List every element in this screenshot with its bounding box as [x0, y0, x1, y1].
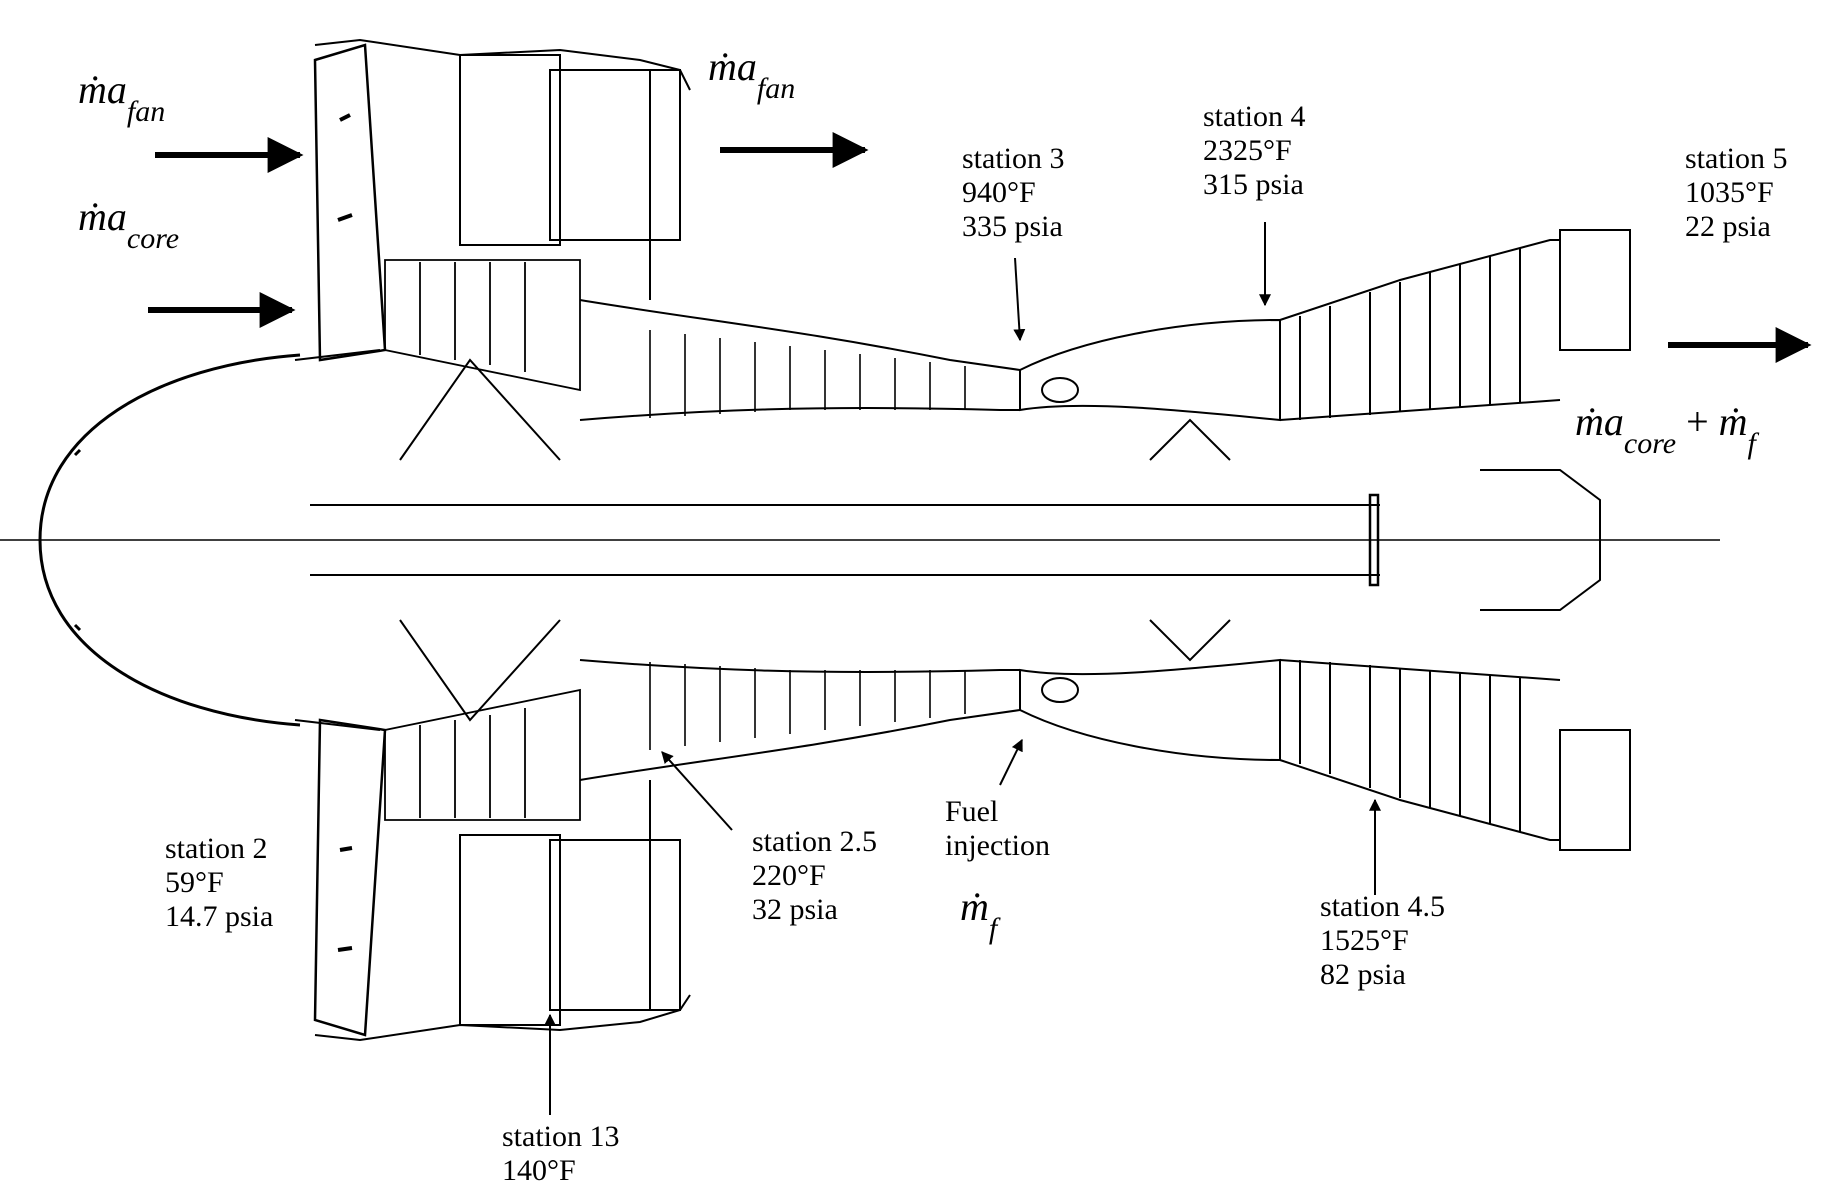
station-5-label: station 5 1035°F 22 psia — [1685, 142, 1788, 243]
frame-struts — [399, 358, 1231, 722]
station-3-pointer — [1013, 257, 1026, 342]
station-4-5-label: station 4.5 1525°F 82 psia — [1320, 890, 1445, 991]
mdot-symbol: ṁ — [78, 67, 107, 112]
station-13-label: station 13 140°F — [502, 1120, 620, 1187]
fan-inlet-flow-label: ṁafan — [78, 67, 166, 129]
core-inlet-flow-label: ṁacore — [78, 194, 180, 256]
hp-compressor-blades — [649, 330, 966, 750]
flow-arrows — [148, 132, 1812, 363]
engine-drawing — [0, 38, 1720, 1042]
fan-exit-flow-label: ṁafan — [708, 44, 796, 106]
spinner — [38, 353, 301, 727]
shaft — [310, 469, 1601, 611]
station-3-label: station 3 940°F 335 psia — [962, 142, 1065, 243]
turbine — [1279, 229, 1631, 851]
station-4-label: station 4 2325°F 315 psia — [1203, 100, 1306, 201]
exhaust-flow-label: ṁacore + ṁf — [1575, 399, 1756, 461]
station-2-5-pointer — [661, 751, 733, 831]
station-2-label: station 2 59°F 14.7 psia — [165, 832, 274, 933]
station-2-5-label: station 2.5 220°F 32 psia — [752, 825, 877, 926]
fan-casing — [314, 38, 691, 1042]
compressor-annulus — [579, 299, 1021, 781]
booster-stages — [384, 259, 581, 821]
fuel-flow-label: ṁf — [960, 884, 998, 946]
fuel-injection-pointer — [999, 738, 1023, 786]
station-pointers — [544, 222, 1381, 1115]
fuel-injection-label: Fuel injection — [945, 795, 1050, 862]
